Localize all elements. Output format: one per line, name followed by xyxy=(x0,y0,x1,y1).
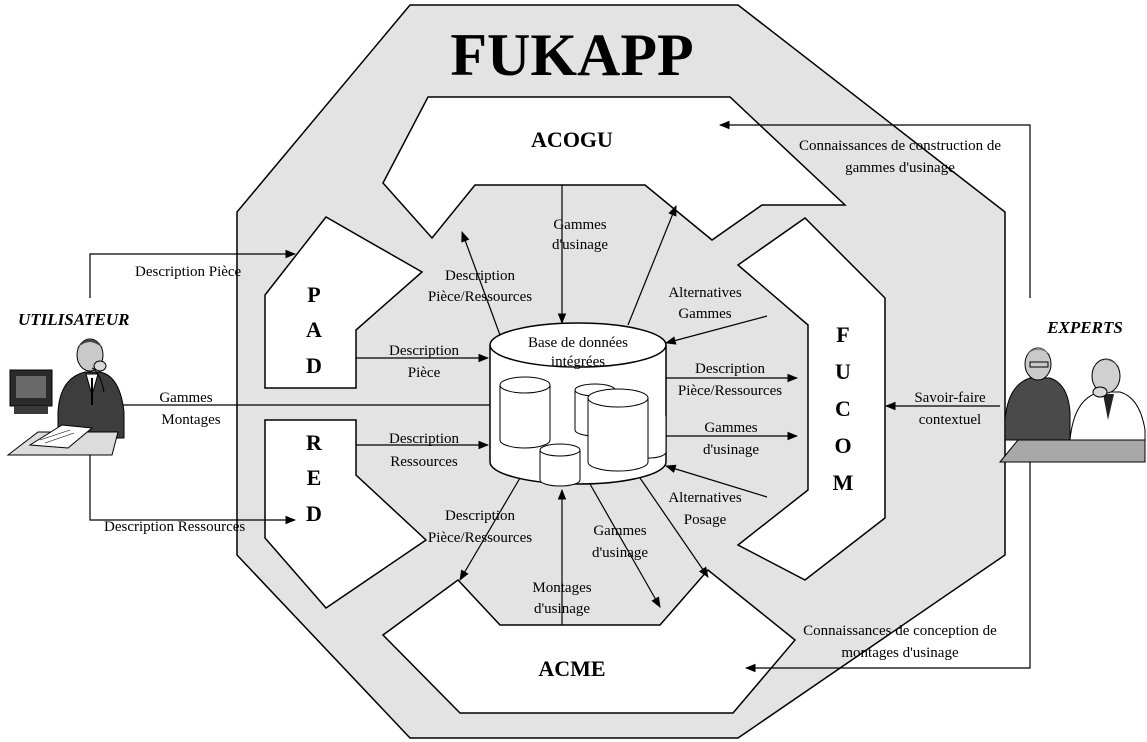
label-desc-pr-topleft-2: Pièce/Ressources xyxy=(428,289,532,305)
label-gammes: Gammes xyxy=(159,390,212,406)
label-desc-pr-topleft-1: Description xyxy=(445,268,515,284)
arrow-user-to-pad xyxy=(89,249,297,298)
label-desc-piece-pad-1: Description xyxy=(389,343,459,359)
arrow-experts-to-acogu xyxy=(718,120,1031,298)
arrow-db-to-topleft xyxy=(461,230,501,336)
red-letter-e: E xyxy=(307,465,322,490)
red-letter-d: D xyxy=(306,501,322,526)
fucom-letter-c: C xyxy=(835,396,851,421)
label-savoir-faire-1: Savoir-faire xyxy=(914,390,986,406)
label-montages-usinage-1: Montages xyxy=(532,580,591,596)
label-alt-posage-1: Alternatives xyxy=(668,490,741,506)
label-gammes-usinage-top-1: Gammes xyxy=(553,217,606,233)
pad-letter-d: D xyxy=(306,353,322,378)
experts-label: EXPERTS xyxy=(1046,318,1123,337)
label-desc-pr-right-2: Pièce/Ressources xyxy=(678,383,782,399)
red-letter-r: R xyxy=(306,430,323,455)
fucom-module xyxy=(736,217,886,581)
label-conn-construction-2: gammes d'usinage xyxy=(845,160,955,176)
user-at-computer-icon xyxy=(6,338,125,456)
arrow-experts-to-acme xyxy=(744,455,1031,673)
label-gammes-usinage-bottom-2: d'usinage xyxy=(592,545,648,561)
pad-letter-a: A xyxy=(306,317,322,342)
acogu-module xyxy=(382,96,847,241)
label-conn-construction-1: Connaissances de construction de xyxy=(799,138,1001,154)
arrow-db-to-acme-gammes xyxy=(589,483,661,608)
database-icon xyxy=(489,322,667,487)
label-alt-posage-2: Posage xyxy=(684,512,727,528)
label-gammes-usinage-right-2: d'usinage xyxy=(703,442,759,458)
arrow-db-to-bottomleft xyxy=(459,477,521,581)
fucom-letter-o: O xyxy=(834,433,851,458)
label-conn-conception-1: Connaissances de conception de xyxy=(803,623,997,639)
label-alt-gammes-1: Alternatives xyxy=(668,285,741,301)
label-montages: Montages xyxy=(161,412,220,428)
pad-letter-p: P xyxy=(307,282,320,307)
label-gammes-usinage-right-1: Gammes xyxy=(704,420,757,436)
diagram-title: FUKAPP xyxy=(450,22,693,88)
acogu-label: ACOGU xyxy=(531,127,613,152)
label-alt-gammes-2: Gammes xyxy=(678,306,731,322)
database-label-1: Base de données xyxy=(528,335,628,351)
database-label-2: intégrées xyxy=(551,354,605,370)
red-module xyxy=(264,419,428,609)
fucom-letter-m: M xyxy=(833,470,854,495)
arrow-db-to-acme-right xyxy=(639,477,709,578)
arrow-db-to-acogu-right xyxy=(627,204,677,326)
arrow-user-to-red xyxy=(89,455,297,525)
experts-icon xyxy=(998,347,1146,463)
utilisateur-label: UTILISATEUR xyxy=(18,310,129,329)
label-conn-conception-2: montages d'usinage xyxy=(841,645,959,661)
arrow-fucom-to-db-gammes xyxy=(664,315,768,345)
label-desc-ress-red-1: Description xyxy=(389,431,459,447)
label-gammes-usinage-top-2: d'usinage xyxy=(552,237,608,253)
arrow-fucom-to-db-posage xyxy=(664,464,768,498)
label-savoir-faire-2: contextuel xyxy=(919,412,981,428)
label-desc-pr-bottomleft-1: Description xyxy=(445,508,515,524)
label-desc-pr-right-1: Description xyxy=(695,361,765,377)
label-gammes-usinage-bottom-1: Gammes xyxy=(593,523,646,539)
label-desc-piece-pad-2: Pièce xyxy=(408,365,441,381)
acme-label: ACME xyxy=(538,656,605,681)
pad-module xyxy=(264,216,424,389)
label-desc-pr-bottomleft-2: Pièce/Ressources xyxy=(428,530,532,546)
fucom-letter-f: F xyxy=(836,322,849,347)
label-montages-usinage-2: d'usinage xyxy=(534,601,590,617)
label-desc-ressources-user: Description Ressources xyxy=(104,519,245,535)
label-desc-piece-user: Description Pièce xyxy=(135,264,242,280)
label-desc-ress-red-2: Ressources xyxy=(390,454,458,470)
fucom-letter-u: U xyxy=(835,359,851,384)
